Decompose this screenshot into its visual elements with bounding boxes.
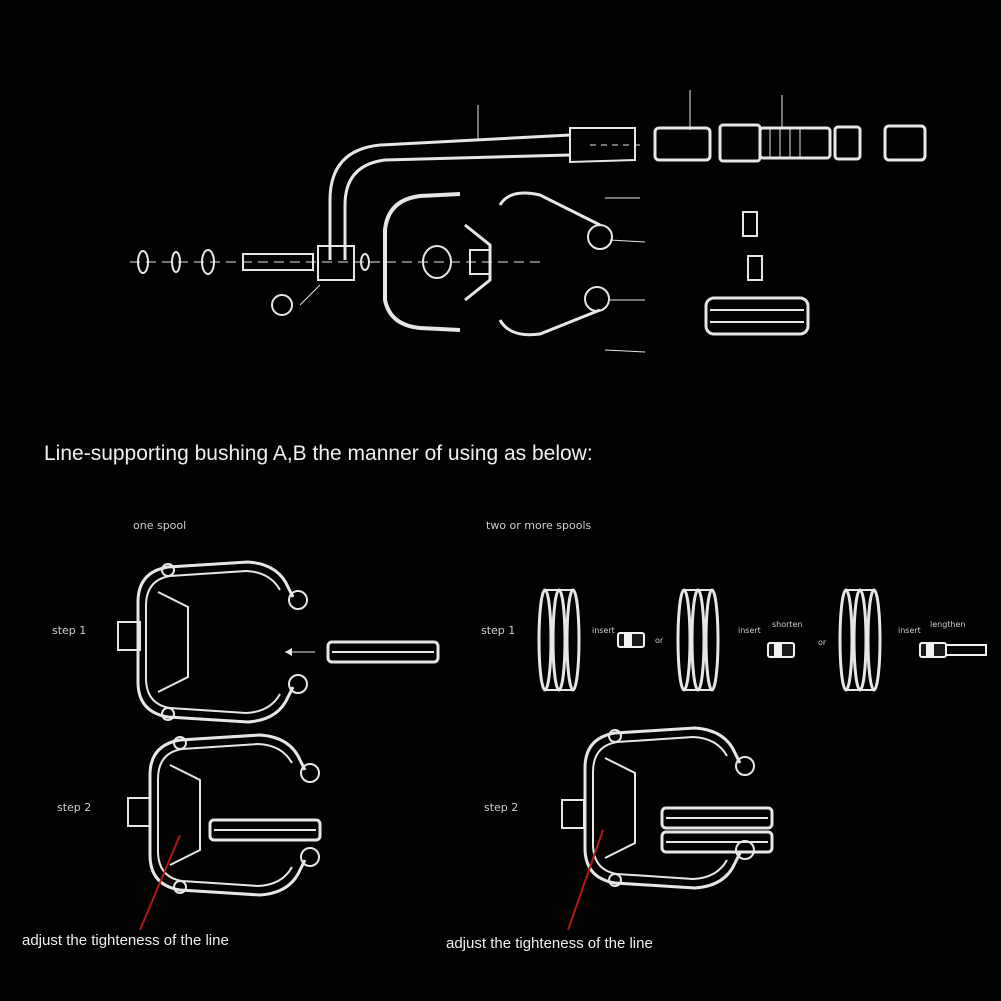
multi-spool-step2-spool-b — [660, 830, 774, 854]
option3-action-label: lengthen — [930, 620, 966, 629]
one-spool-step1-hub — [117, 621, 141, 651]
multi-spool-step1-label: step 1 — [481, 624, 516, 637]
or-label-2: or — [818, 638, 827, 647]
multi-spool-caption: adjust the tighteness of the line — [446, 935, 653, 952]
multi-spool-option2-spools — [676, 588, 720, 692]
multi-spool-option2-bushing — [767, 642, 795, 658]
or-label-1: or — [655, 636, 664, 645]
option2-action-label: shorten — [772, 620, 803, 629]
one-spool-title: one spool — [133, 519, 187, 532]
multi-spool-title: two or more spools — [486, 519, 592, 532]
one-spool-step2-frame — [148, 733, 321, 897]
option2-insert-label: insert — [738, 626, 761, 635]
one-spool-step1-label: step 1 — [52, 624, 87, 637]
multi-spool-option1-spools — [537, 588, 581, 692]
multi-spool-step2-spool-a — [660, 806, 774, 830]
one-spool-step1-spool — [326, 640, 440, 664]
one-spool-step2-label: step 2 — [57, 801, 92, 814]
multi-spool-pointer-line — [567, 829, 604, 931]
instructions-heading: Line-supporting bushing A,B the manner o… — [44, 442, 593, 465]
one-spool-step1-frame — [136, 560, 309, 724]
one-spool-step2-hub — [127, 797, 151, 827]
option1-insert-label: insert — [592, 626, 615, 635]
one-spool-pointer-line — [139, 834, 181, 931]
option3-insert-label: insert — [898, 626, 921, 635]
exploded-view — [130, 90, 927, 353]
one-spool-caption: adjust the tighteness of the line — [22, 932, 229, 949]
multi-spool-option3-bushing — [919, 642, 987, 658]
one-spool-step1-arrowhead — [285, 648, 292, 656]
multi-spool-option3-spools — [838, 588, 882, 692]
multi-spool-option1-bushing — [617, 632, 645, 648]
one-spool-step2-spool — [208, 818, 322, 842]
multi-spool-step2-hub — [561, 799, 585, 829]
multi-spool-step2-label: step 2 — [484, 801, 519, 814]
